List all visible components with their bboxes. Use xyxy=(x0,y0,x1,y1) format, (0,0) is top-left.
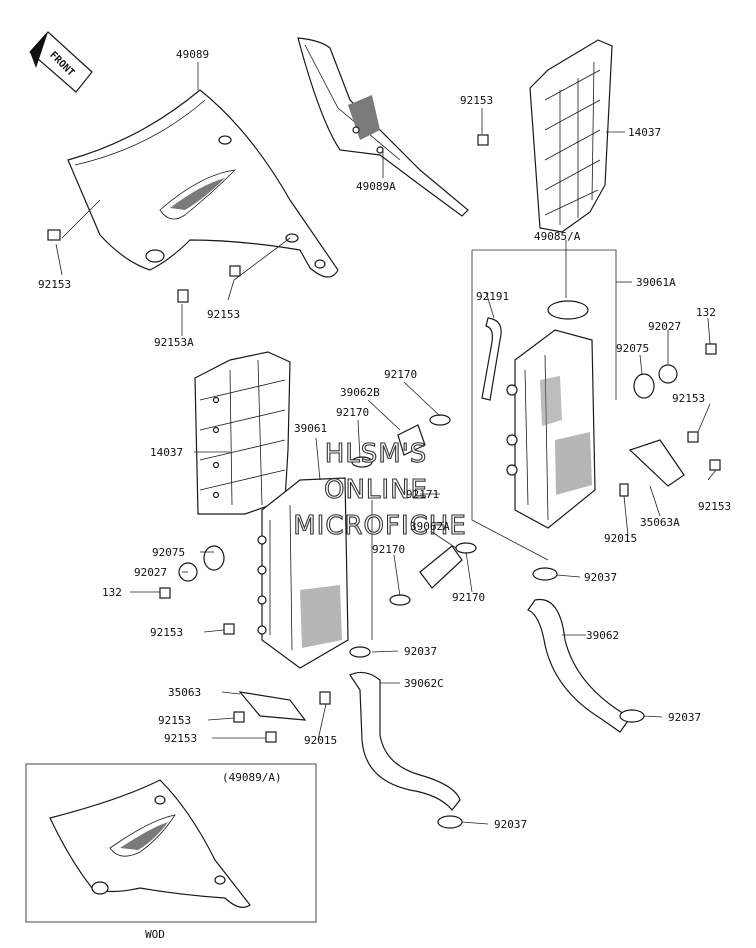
part-label-92075-left: 92075 xyxy=(152,546,185,559)
part-label-92170-d: 92170 xyxy=(452,591,485,604)
breather-hose xyxy=(481,317,502,401)
part-label-39062: 39062 xyxy=(586,629,619,642)
part-label-39062A: 39062A xyxy=(410,520,450,533)
part-label-92075-right: 92075 xyxy=(616,342,649,355)
part-label-92027-left: 92027 xyxy=(134,566,167,579)
part-labels: 49089 92153 14037 49089A 92153 92153 921… xyxy=(38,48,731,831)
part-label-92153-f: 92153 xyxy=(150,626,183,639)
part-label-92170-c: 92170 xyxy=(372,543,405,556)
part-label-92191: 92191 xyxy=(476,290,509,303)
part-label-92153-d: 92153 xyxy=(672,392,705,405)
part-label-92015-right: 92015 xyxy=(604,532,637,545)
part-label-92153-c: 92153 xyxy=(207,308,240,321)
front-arrow-icon: FRONT xyxy=(29,31,93,93)
part-label-92170-b: 92170 xyxy=(336,406,369,419)
leader-lines xyxy=(55,62,717,825)
part-label-92153A: 92153A xyxy=(154,336,194,349)
part-label-39061: 39061 xyxy=(294,422,327,435)
part-label-92037-d: 92037 xyxy=(494,818,527,831)
part-label-92037-b: 92037 xyxy=(404,645,437,658)
part-label-49089A: 49089A xyxy=(356,180,396,193)
part-label-92171: 92171 xyxy=(406,488,439,501)
part-label-132-left: 132 xyxy=(102,586,122,599)
part-label-92037-c: 92037 xyxy=(668,711,701,724)
part-label-92037-a: 92037 xyxy=(584,571,617,584)
part-label-49085A: 49085/A xyxy=(534,230,581,243)
hose-39062A xyxy=(419,545,463,589)
watermark: HLSM'S ONLINE MICROFICHE xyxy=(293,438,467,541)
part-label-92015-left: 92015 xyxy=(304,734,337,747)
watermark-line-1: HLSM'S xyxy=(325,439,428,469)
inset-box: (49089/A) WOD xyxy=(25,763,317,941)
hose-clamps xyxy=(349,414,645,829)
radiator-shroud-left xyxy=(67,89,339,278)
part-label-92170-a: 92170 xyxy=(384,368,417,381)
radiator-left xyxy=(257,477,349,669)
part-label-92027-right: 92027 xyxy=(648,320,681,333)
radiator-guard-left xyxy=(194,351,291,515)
part-label-92153-b: 92153 xyxy=(460,94,493,107)
part-label-14037-right: 14037 xyxy=(628,126,661,139)
part-label-49089: 49089 xyxy=(176,48,209,61)
hose-39062B xyxy=(397,424,426,456)
radiator-guard-right xyxy=(529,39,613,233)
part-label-35063A: 35063A xyxy=(640,516,680,529)
watermark-line-2: ONLINE xyxy=(324,475,428,505)
radiator-right xyxy=(506,329,596,529)
group-frame-right xyxy=(471,249,617,561)
inset-title: (49089/A) xyxy=(222,771,282,784)
part-label-39062C: 39062C xyxy=(404,677,444,690)
inset-caption: WOD xyxy=(145,928,165,941)
part-label-39062B: 39062B xyxy=(340,386,380,399)
part-label-35063: 35063 xyxy=(168,686,201,699)
radiator-shroud-upper xyxy=(297,37,469,217)
part-label-132-right: 132 xyxy=(696,306,716,319)
part-label-92153-e: 92153 xyxy=(698,500,731,513)
part-label-39061A: 39061A xyxy=(636,276,676,289)
radiator-cap xyxy=(547,300,589,320)
hose-39062 xyxy=(527,598,631,733)
part-label-92153-h: 92153 xyxy=(164,732,197,745)
part-label-92153-a: 92153 xyxy=(38,278,71,291)
part-label-14037-left: 14037 xyxy=(150,446,183,459)
hose-39062C xyxy=(349,671,461,811)
watermark-line-3: MICROFICHE xyxy=(293,511,467,541)
part-label-92153-g: 92153 xyxy=(158,714,191,727)
